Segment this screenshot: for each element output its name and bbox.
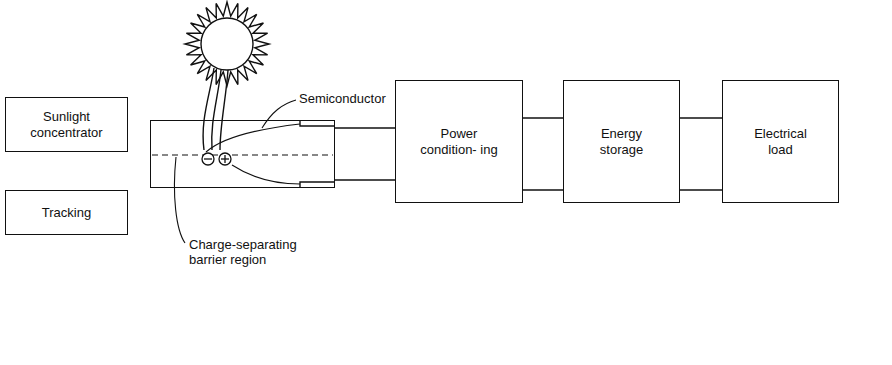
box-label: Tracking	[42, 205, 91, 221]
box-label: Energy storage	[587, 126, 657, 158]
sun-rays	[185, 2, 269, 86]
region-label: Charge-separating barrier region	[189, 237, 307, 267]
wire	[523, 117, 563, 118]
hole-path	[232, 165, 300, 184]
electron-symbol	[202, 153, 214, 165]
hole-symbol	[219, 153, 231, 165]
energy-storage-box: Energy storage	[563, 80, 680, 203]
cell-contacts	[300, 120, 335, 188]
leader-lines	[174, 100, 296, 243]
electron-path	[206, 124, 300, 152]
leader-line	[262, 100, 296, 128]
box-label: Electrical load	[746, 126, 816, 158]
charge-symbols	[202, 153, 231, 165]
wire	[680, 189, 722, 190]
electrical-load-box: Electrical load	[722, 80, 839, 203]
barrier-line	[152, 154, 333, 155]
sun-disc	[201, 18, 253, 70]
power-conditioning-box: Power condition- ing	[395, 80, 523, 203]
box-label: Power condition- ing	[419, 126, 499, 158]
sun-symbol	[185, 2, 269, 86]
tracking-box: Tracking	[5, 190, 128, 235]
minus-sign	[204, 158, 212, 159]
sun-rays-to-cell	[203, 68, 228, 150]
semiconductor-cell: SemiconductorCharge-separating barrier r…	[150, 120, 335, 188]
part-label: Semiconductor	[299, 91, 409, 106]
wire	[335, 127, 395, 128]
light-ray	[220, 70, 228, 150]
plus-sign	[224, 155, 225, 163]
leader-line	[174, 157, 185, 243]
light-ray	[212, 70, 221, 150]
wire	[680, 117, 722, 118]
wire	[523, 189, 563, 190]
carrier-paths	[206, 124, 300, 184]
box-label: Sunlight concentrator	[12, 109, 122, 141]
concentrator-box: Sunlight concentrator	[5, 97, 128, 152]
wire	[335, 179, 395, 180]
